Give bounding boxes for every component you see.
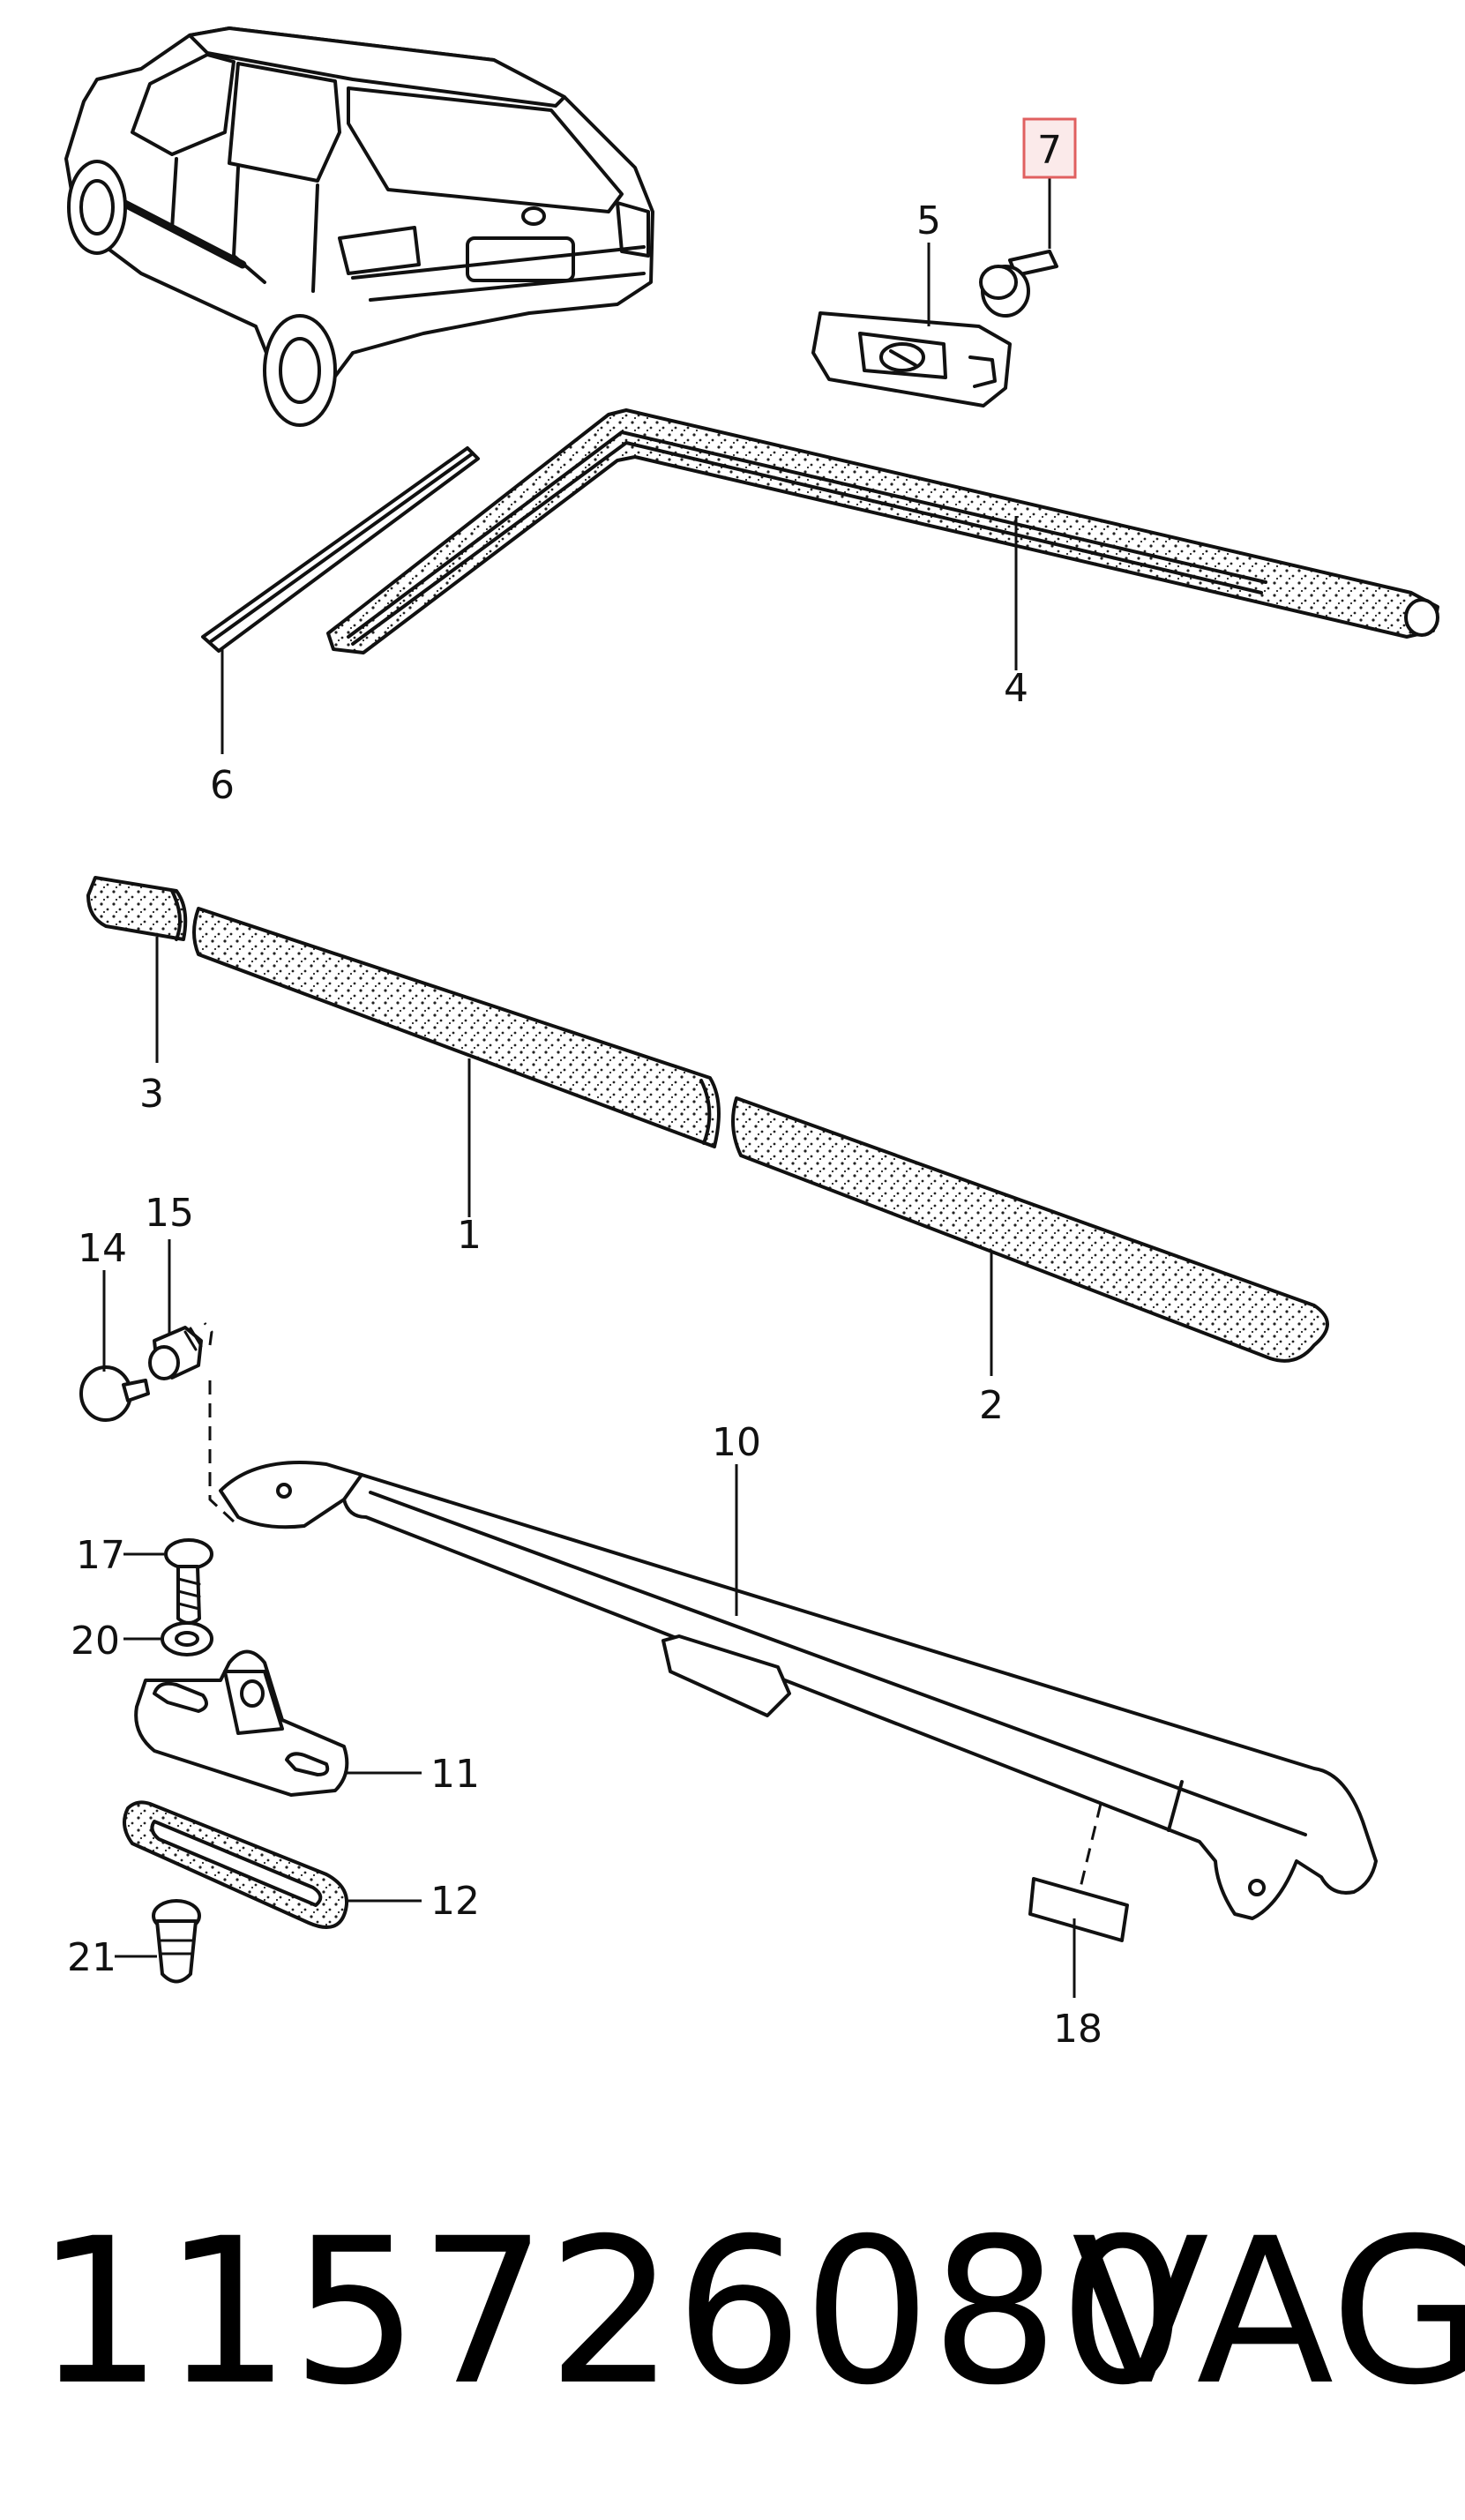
part-6-strip [201,446,480,653]
car-illustration [64,26,654,427]
callout-6-label: 6 [210,763,235,808]
part-2-side-moulding [731,1096,1329,1363]
part-20-washer [161,1621,213,1656]
part-17-screw [164,1538,213,1625]
callout-2-label: 2 [979,1383,1004,1428]
part-3-end-cap [86,876,188,941]
callout-11-label: 11 [430,1752,480,1797]
part-number: 115726080 [35,2195,1187,2429]
callout-17-label: 17 [76,1533,125,1578]
callout-20-label: 20 [71,1619,120,1664]
callout-18-label: 18 [1053,2007,1102,2052]
part-12-gasket [123,1800,348,1929]
callout-5-label: 5 [916,198,941,243]
part-10-roof-rail [219,1461,1378,1920]
part-18-pad [1028,1877,1129,1942]
part-4-roof-moulding [326,408,1439,654]
part-5-clip [811,311,1012,408]
callout-1-label: 1 [457,1213,482,1258]
callout-3-label: 3 [139,1072,164,1117]
callout-4-label: 4 [1004,666,1028,711]
callout-15-label: 15 [145,1191,194,1236]
callout-10-label: 10 [712,1420,761,1465]
callout-14-label: 14 [78,1226,127,1271]
part-14-rivet [79,1365,150,1422]
brand-name: VAG [1072,2195,1465,2429]
callout-7-label: 7 [1037,128,1062,173]
part-21-plug [152,1899,201,1984]
part-11-bracket [134,1649,349,1797]
callout-21-label: 21 [67,1935,116,1980]
part-7-screw [979,250,1058,318]
part-15-nut [148,1326,203,1380]
callout-7-highlight-box [1022,117,1077,179]
part-1-side-moulding [192,907,721,1148]
callout-12-label: 12 [430,1879,480,1924]
